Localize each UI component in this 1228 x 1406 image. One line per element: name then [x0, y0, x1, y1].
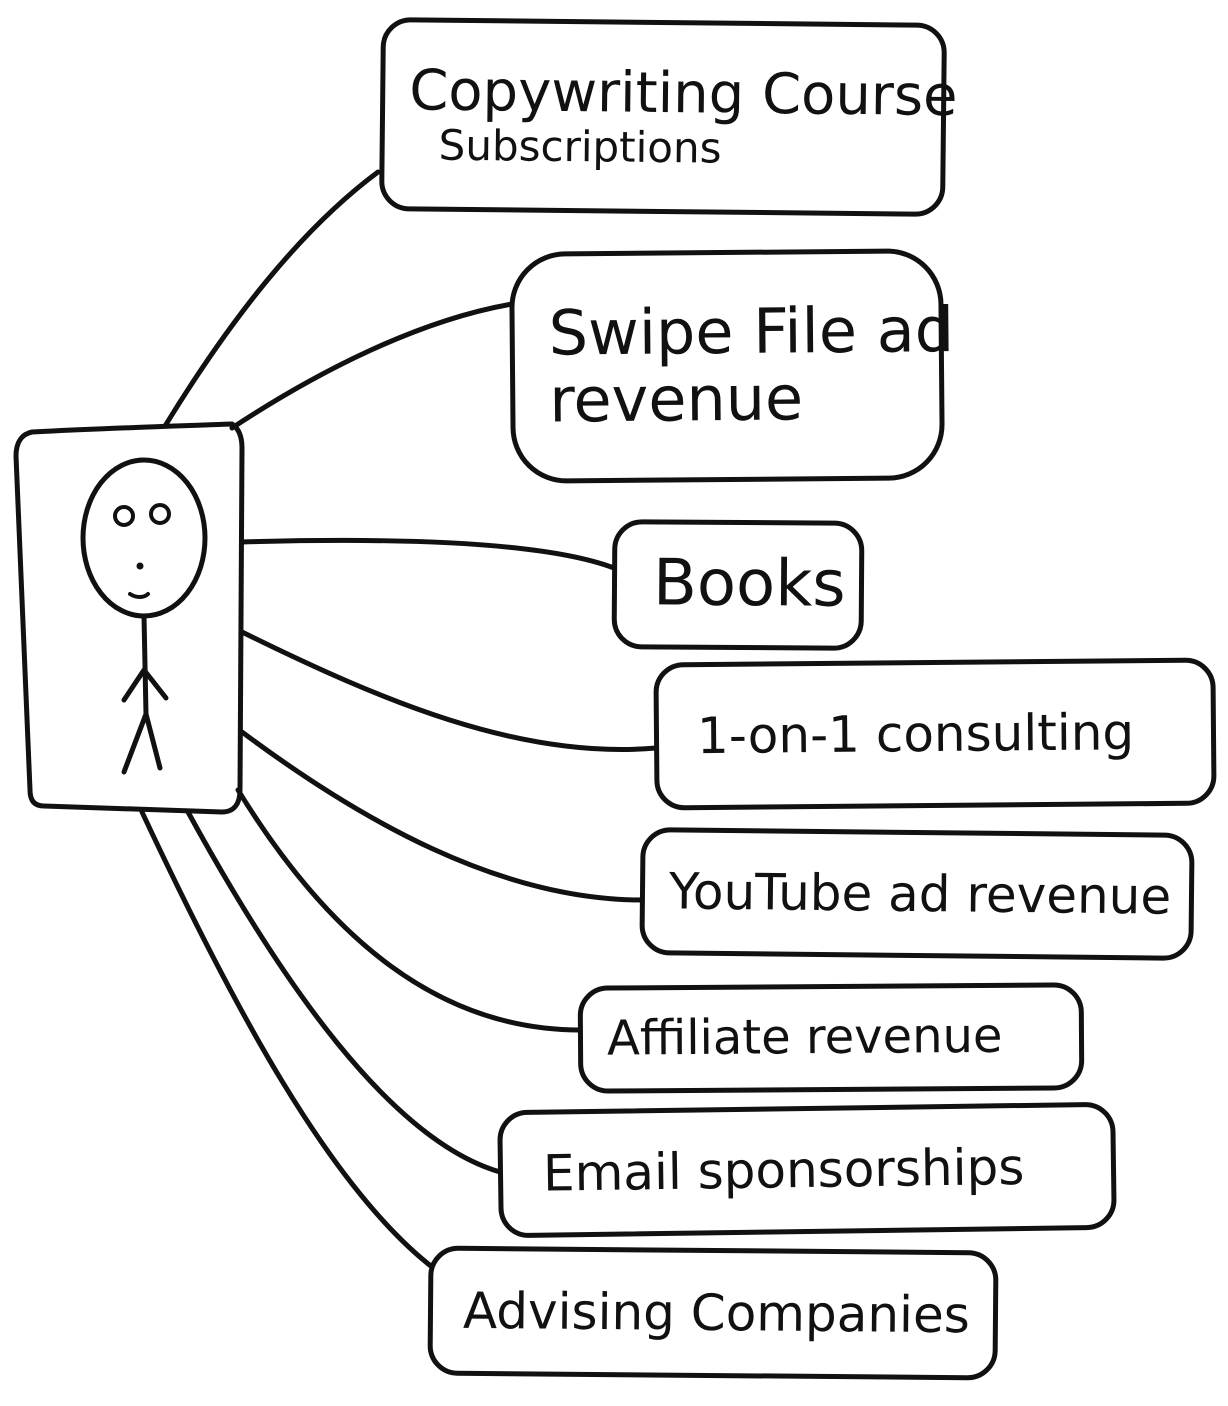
branch-advising-companies: Advising Companies: [427, 1245, 999, 1381]
stick-figure-legs: [121, 711, 163, 775]
person-card: [13, 421, 245, 815]
branch-swipe-file-ad-revenue: Swipe File ad revenue: [508, 248, 955, 484]
branch-affiliate-revenue: Affiliate revenue: [577, 982, 1085, 1094]
connector-consulting: [239, 629, 659, 753]
branch-label-line: Advising Companies: [462, 1281, 971, 1345]
stick-figure-mouth: [128, 592, 150, 599]
stick-figure-left-eye: [113, 505, 135, 527]
branch-youtube-ad-revenue: YouTube ad revenue: [639, 827, 1195, 961]
branch-label-line: Email sponsorships: [542, 1137, 1025, 1203]
branch-label-line: revenue: [548, 361, 804, 437]
connector-books: [239, 537, 617, 571]
connector-affiliate: [235, 787, 583, 1033]
branch-label-line: Affiliate revenue: [606, 1007, 1003, 1067]
branch-label-line: Subscriptions: [438, 120, 722, 173]
connector-swipe-file: [229, 301, 515, 431]
branch-label-line: 1-on-1 consulting: [696, 703, 1135, 766]
connector-youtube: [239, 729, 645, 903]
branch-label-line: YouTube ad revenue: [668, 862, 1172, 926]
branch-copywriting-course-subscriptions: Copywriting Course Subscriptions: [378, 17, 958, 217]
stick-figure-person: [80, 457, 208, 775]
connector-email: [185, 809, 503, 1175]
branch-label-line: Copywriting Course: [408, 58, 958, 130]
stick-figure-head: [80, 457, 208, 619]
branch-label-line: Swipe File ad: [548, 293, 955, 370]
branch-books: Books: [611, 519, 865, 651]
stick-figure-right-eye: [149, 503, 171, 525]
stick-figure-nose: [136, 562, 144, 570]
connector-copywriting-course: [162, 169, 381, 429]
branch-label-line: Books: [652, 546, 846, 623]
stick-figure-arms: [121, 667, 169, 703]
connector-advising: [139, 809, 439, 1273]
branch-email-sponsorships: Email sponsorships: [497, 1101, 1117, 1239]
stick-figure-body: [141, 613, 149, 717]
branch-one-on-one-consulting: 1-on-1 consulting: [653, 657, 1217, 811]
